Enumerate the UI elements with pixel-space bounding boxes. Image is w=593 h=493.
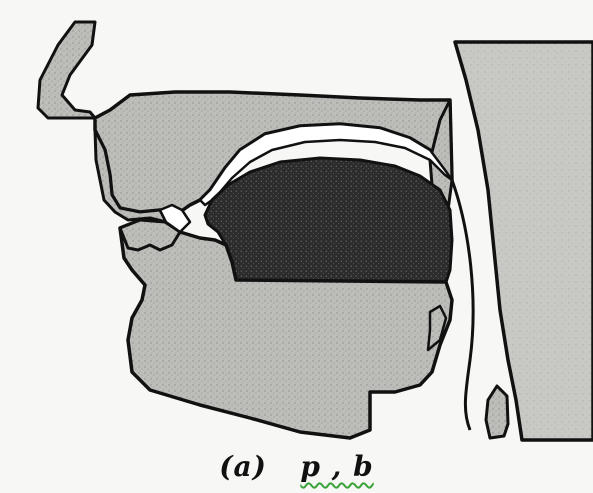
figure-caption: (a) p , b <box>0 448 593 488</box>
nose-shape <box>38 22 95 118</box>
caption-symbols: p , b <box>300 450 373 483</box>
larynx-cartilage <box>486 386 508 438</box>
caption-label: (a) <box>219 450 267 483</box>
tongue <box>205 158 452 282</box>
epiglottis <box>428 306 446 350</box>
pharyngeal-wall <box>455 42 593 440</box>
pharynx-passage <box>452 180 473 430</box>
